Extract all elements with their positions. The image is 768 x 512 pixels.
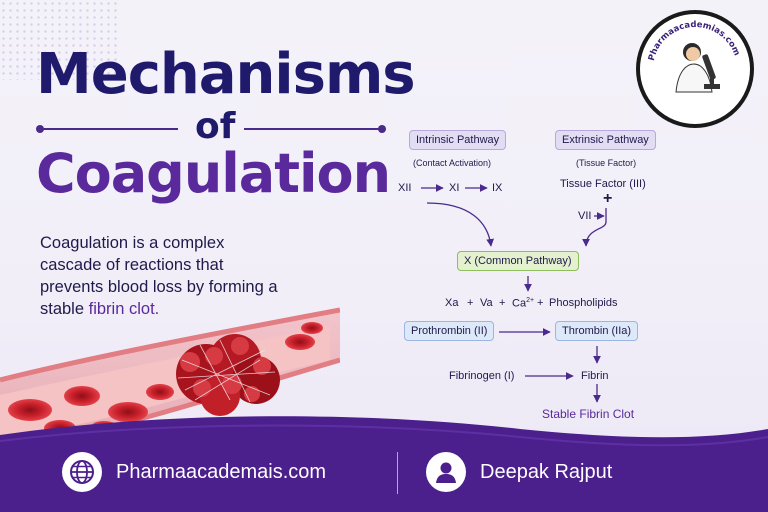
plus-sign: +: [603, 190, 613, 207]
website-text: Pharmaacademais.com: [116, 460, 327, 483]
plus-3: +: [537, 297, 544, 309]
red-blood-cell: [146, 384, 174, 400]
author-link[interactable]: Deepak Rajput: [426, 452, 612, 492]
red-blood-cell: [301, 322, 323, 334]
red-blood-cell: [64, 386, 100, 406]
intrinsic-subtitle: (Contact Activation): [413, 158, 492, 168]
footer-band: [0, 416, 768, 512]
fibrinogen-label: Fibrinogen (I): [449, 370, 515, 382]
cofactor-calcium: Ca2+: [512, 297, 534, 310]
cofactor-va: Va: [480, 297, 493, 309]
website-link[interactable]: Pharmaacademais.com: [62, 452, 326, 492]
dot-pattern: [0, 0, 120, 80]
author-text: Deepak Rajput: [480, 460, 613, 483]
title-line-1: Mechanisms: [36, 42, 416, 107]
factor-xii: XII: [398, 182, 412, 194]
tissue-factor-label: Tissue Factor (III): [560, 178, 646, 190]
red-blood-cell: [285, 334, 315, 350]
factor-vii: VII: [578, 210, 592, 222]
stable-fibrin-clot-label: Stable Fibrin Clot: [542, 407, 635, 421]
brand-logo[interactable]: Pharmaacademias.com: [636, 10, 754, 128]
calcium-charge: 2+: [526, 297, 535, 304]
plus-1: +: [467, 297, 474, 309]
intro-body: Coagulation is a complex cascade of reac…: [40, 234, 278, 318]
clot-mass: [176, 334, 280, 416]
intrinsic-pathway-box: Intrinsic Pathway: [409, 130, 507, 150]
fibrin-label: Fibrin: [581, 370, 609, 382]
intro-highlight: fibrin clot.: [88, 300, 160, 318]
extrinsic-subtitle: (Tissue Factor): [576, 158, 637, 168]
scientist-microscope-icon: Pharmaacademias.com: [647, 20, 742, 93]
cofactor-phospholipids: Phospholipids: [549, 297, 618, 309]
red-blood-cell: [8, 399, 52, 421]
user-icon: [426, 452, 466, 492]
footer-divider: [397, 452, 398, 494]
extrinsic-pathway-box: Extrinsic Pathway: [555, 130, 656, 150]
intro-text: Coagulation is a complex cascade of reac…: [40, 232, 290, 320]
red-blood-cell: [108, 402, 148, 422]
common-pathway-box: X (Common Pathway): [457, 251, 579, 271]
title-line-2: of: [195, 106, 236, 147]
cofactor-xa: Xa: [445, 297, 459, 309]
globe-icon: [62, 452, 102, 492]
divider-right: [244, 125, 386, 133]
blood-vessel-illustration: [0, 307, 340, 450]
calcium-label: Ca: [512, 297, 527, 310]
prothrombin-box: Prothrombin (II): [404, 321, 495, 341]
title-line-3: Coagulation: [36, 142, 391, 205]
thrombin-box: Thrombin (IIa): [555, 321, 639, 341]
factor-ix: IX: [492, 182, 503, 194]
divider-left: [36, 125, 178, 133]
title-of-row: of: [36, 106, 386, 148]
plus-2: +: [499, 297, 506, 309]
factor-xi: XI: [449, 182, 460, 194]
